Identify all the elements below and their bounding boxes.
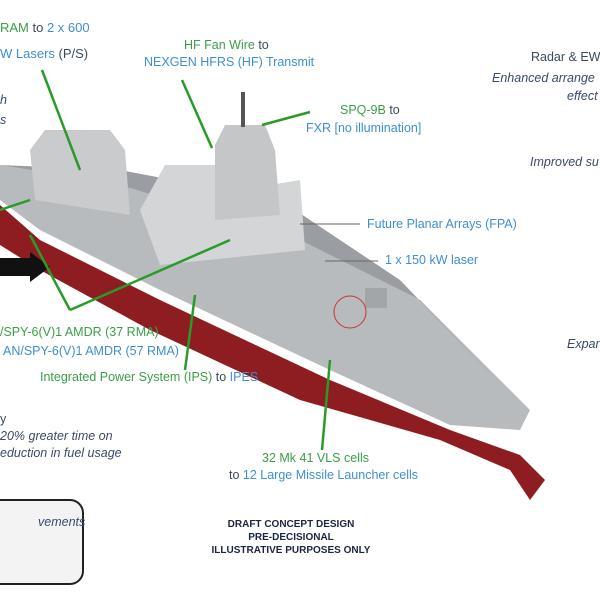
ram-to: to xyxy=(28,20,47,35)
box-text: vements xyxy=(38,515,86,529)
spq-to: to xyxy=(385,103,400,117)
lasers-new: W Lasers xyxy=(0,46,55,61)
spq-label: SPQ-9B to xyxy=(340,103,400,117)
ram-new: 2 x 600 xyxy=(46,20,90,35)
draft-line2: PRE-DECISIONAL xyxy=(248,532,334,543)
ips-new: IPES xyxy=(229,370,259,384)
helipad xyxy=(333,295,367,329)
improved-text: Improved su xyxy=(530,155,599,169)
left-text-h: h xyxy=(0,93,7,107)
callout-lines xyxy=(0,69,332,451)
vls-new: 12 Large Missile Launcher cells xyxy=(242,468,418,482)
efficiency-line2: eduction in fuel usage xyxy=(0,446,122,460)
hf-label: HF Fan Wire to xyxy=(184,38,269,52)
expan-text: Expan xyxy=(567,337,600,351)
spq-new: FXR [no illumination] xyxy=(306,121,422,135)
vls-old: 32 Mk 41 VLS cells xyxy=(262,451,369,465)
improvements-box: vements xyxy=(0,499,86,585)
hf-to: to xyxy=(254,38,269,52)
efficiency-title: y xyxy=(0,412,7,426)
efficiency-line1: 20% greater time on xyxy=(0,429,113,443)
spq-old: SPQ-9B xyxy=(340,103,386,117)
draft-line1: DRAFT CONCEPT DESIGN xyxy=(227,519,355,530)
ram-old: RAM xyxy=(0,20,29,35)
lasers-label: W Lasers (P/S) xyxy=(0,46,88,61)
ips-to: to xyxy=(212,370,230,384)
vls-to: to xyxy=(229,468,243,482)
spy-old: /SPY-6(V)1 AMDR (37 RMA) xyxy=(0,325,159,339)
laser-label: 1 x 150 kW laser xyxy=(385,253,479,267)
spy-new: AN/SPY-6(V)1 AMDR (57 RMA) xyxy=(3,344,179,358)
deckhouse-aft xyxy=(30,130,130,215)
left-text-s: s xyxy=(0,113,7,127)
vls-new-label: to 12 Large Missile Launcher cells xyxy=(229,468,418,482)
radar-line1: Enhanced arrange xyxy=(492,71,595,85)
ship-hull-red xyxy=(0,205,545,500)
draft-notice: DRAFT CONCEPT DESIGN PRE-DECISIONAL ILLU… xyxy=(191,518,391,557)
radar-line2: effect xyxy=(567,89,598,103)
fpa-label: Future Planar Arrays (FPA) xyxy=(367,217,517,231)
mast-pole xyxy=(241,92,245,127)
hf-old: HF Fan Wire xyxy=(184,38,255,52)
ram-label: RAM to 2 x 600 xyxy=(0,20,90,35)
draft-line3: ILLUSTRATIVE PURPOSES ONLY xyxy=(211,545,371,556)
radar-title: Radar & EW xyxy=(531,50,600,64)
lasers-ps: (P/S) xyxy=(54,46,89,61)
hf-new: NEXGEN HFRS (HF) Transmit xyxy=(144,55,315,69)
gun-mount xyxy=(365,288,387,308)
direction-arrow xyxy=(0,252,50,282)
ips-label: Integrated Power System (IPS) to IPES xyxy=(40,370,258,384)
ship-hull-gray xyxy=(0,165,530,430)
ips-old: Integrated Power System (IPS) xyxy=(40,370,213,384)
mast xyxy=(215,125,280,220)
